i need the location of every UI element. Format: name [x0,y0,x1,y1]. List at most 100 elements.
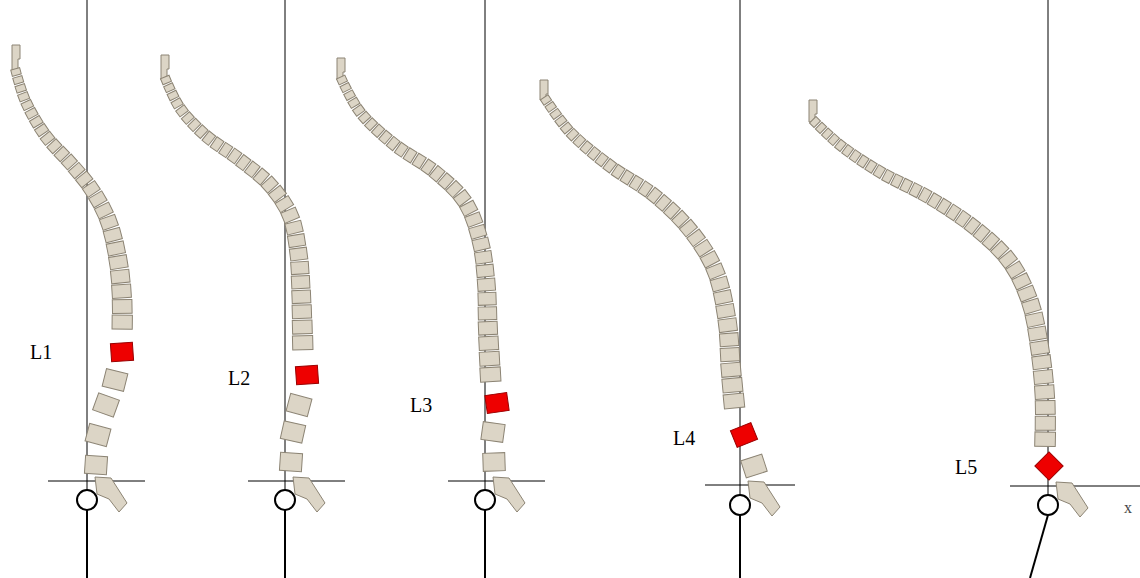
spine-guide [546,100,735,412]
lumbar-vertebra [85,423,111,446]
vertebra [110,269,130,284]
vertebra [285,220,303,235]
plumb-line [740,0,741,495]
vertebra [106,241,125,256]
vertebra [478,321,497,335]
vertebra [112,315,132,329]
lumbar-vertebra [280,421,305,443]
vertebra [289,247,307,261]
lumbar-vertebra [481,422,505,443]
spine-guide [342,80,491,385]
vertebra-label: L2 [228,368,250,388]
highlighted-vertebra [110,342,133,361]
femur-line [484,510,486,578]
sacrum [293,477,325,512]
vertebra-label: L4 [673,428,695,448]
spine-figure [11,0,145,578]
lumbar-vertebra [741,454,767,478]
sacrum [1056,482,1088,517]
vertebra [479,336,499,350]
vertebra [11,68,22,77]
vertebra [109,255,129,270]
spine-figure [161,0,345,578]
vertebra [1034,385,1054,400]
sacrum [748,481,780,516]
lumbar-vertebra [286,393,312,416]
vertebra [292,290,311,304]
vertebra [720,347,740,361]
vertebra [1035,400,1055,414]
vertebra [477,278,495,291]
plumb-line [285,0,286,490]
vertebra [478,307,497,320]
vertebra [112,300,132,314]
sacrum [493,477,525,512]
vertebra [292,305,312,319]
vertebra [1025,312,1045,327]
vertebra [723,393,745,409]
vertebra [1035,432,1056,447]
vertebra [103,227,122,243]
vertebra [13,76,24,85]
highlighted-vertebra [1035,452,1063,480]
vertebra [476,264,494,278]
lumbar-vertebra [84,455,107,474]
plumb-line [87,0,88,490]
spine-figure [809,0,1140,578]
femur-line [284,510,286,578]
spine-guide [16,72,122,334]
lumbar-vertebra [102,369,128,392]
hip-joint [730,495,750,515]
vertebra [713,290,732,305]
vertebra [292,335,313,350]
vertebra [710,276,729,292]
vertebra [472,237,490,252]
highlighted-vertebra [730,423,757,448]
vertebra [291,261,309,274]
spine-figure [540,0,795,578]
vertebra [287,234,305,248]
vertebra [1035,416,1055,430]
femur-line [86,510,88,578]
vertebra [1030,340,1050,355]
vertebra [291,275,310,288]
lumbar-vertebra [279,452,302,471]
hip-joint [1038,495,1058,515]
vertebra [161,75,172,84]
vertebra [1022,298,1042,314]
spine-guide [166,80,303,356]
vertebra [469,224,487,239]
horizontal-axis [1010,486,1140,487]
spine-guide [815,122,1045,444]
sacrum [95,477,127,512]
vertebra [718,318,738,333]
lumbar-vertebra [93,393,120,417]
highlighted-vertebra [485,393,509,414]
vertebra-label: L3 [410,395,432,415]
vertebra [719,333,738,347]
femur-line [739,515,741,578]
vertebra [480,367,501,382]
vertebra [292,320,312,334]
vertebra-label: L5 [955,457,977,477]
lumbar-vertebra [483,453,506,472]
vertebra [716,304,735,319]
vertebra [112,284,132,298]
vertebra [1033,370,1053,385]
vertebra [474,250,492,264]
vertebra [15,84,26,94]
vertebra [479,351,500,366]
axis-label: x [1124,500,1132,516]
vertebra [722,377,743,393]
vertebra [721,362,742,377]
hip-joint [77,490,97,510]
vertebra [1028,326,1048,341]
vertebra [1032,355,1052,370]
highlighted-vertebra [295,365,318,384]
femur-line [1030,515,1048,578]
vertebra [478,292,496,305]
spine-figure [336,0,545,578]
vertebra-label: L1 [30,342,52,362]
